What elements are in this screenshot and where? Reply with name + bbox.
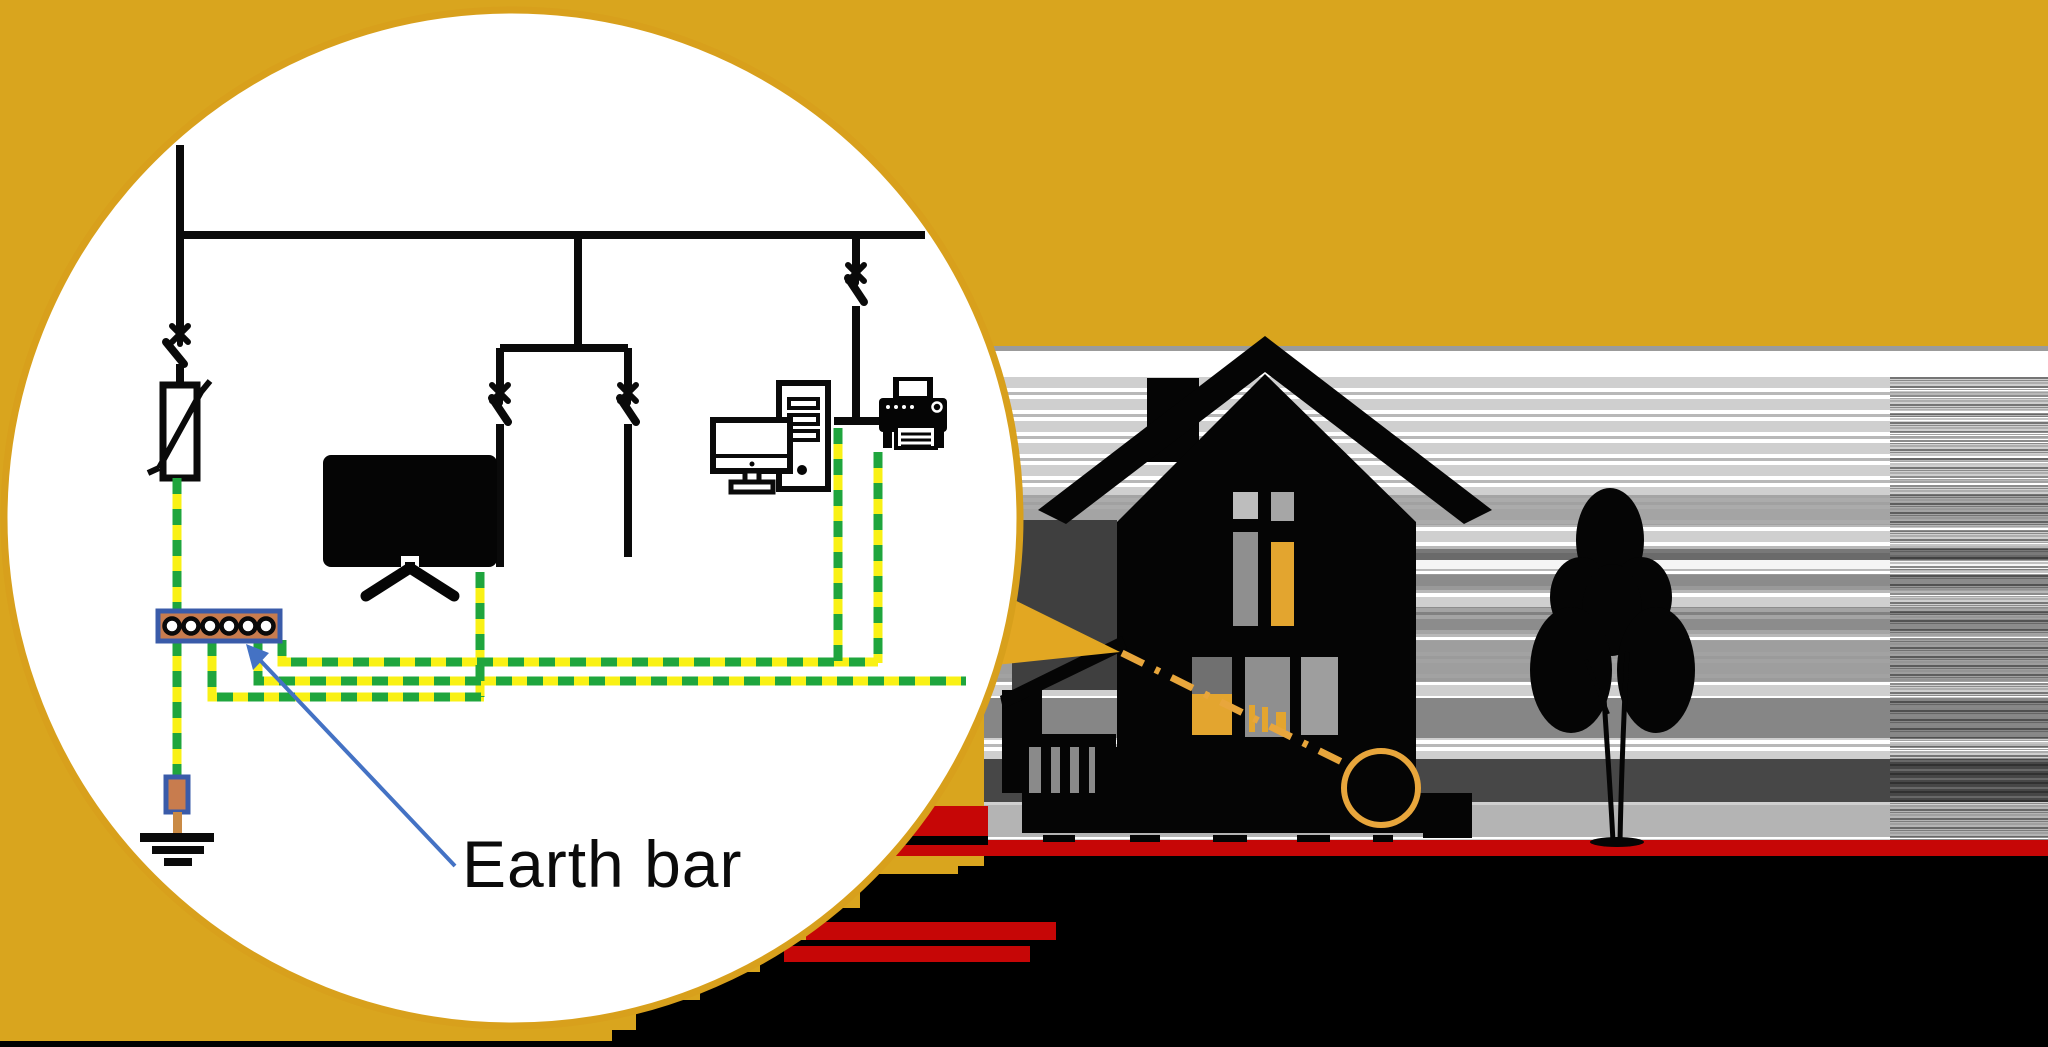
magnifier-circle: [0, 6, 1024, 1030]
roof-right: [1265, 336, 1492, 524]
earth-ground-icon: [140, 833, 214, 866]
tv-icon: [323, 455, 497, 602]
supply-conductors: [176, 145, 925, 567]
printer-icon: [879, 377, 947, 450]
ground-red-step-1: [806, 922, 1056, 940]
upper-window-left: [1233, 492, 1258, 519]
magnifier-dash-line: [1120, 649, 1354, 771]
ground-rod-clamp-icon: [163, 774, 191, 836]
ground-red-line: [818, 840, 2048, 856]
earth-bar-annotation-arrow: [246, 644, 457, 868]
magnifier-beam: [986, 586, 1120, 666]
earth-bar-label: Earth bar: [462, 827, 743, 901]
lower-window-left: [1192, 657, 1232, 694]
magnifier-target-ring: [1341, 748, 1421, 828]
earth-bar-icon: [155, 608, 283, 644]
roof-left: [1038, 336, 1265, 524]
breaker-x-icons: [169, 260, 867, 406]
lower-window-right: [1301, 657, 1338, 735]
upper-window-right: [1271, 492, 1294, 521]
circuit-diagram: [140, 145, 966, 868]
lit-window-orange: [1271, 542, 1294, 626]
computer-icon: [710, 380, 831, 495]
tree-silhouette: [1530, 488, 1695, 847]
ground-red-step-2: [784, 946, 1030, 962]
